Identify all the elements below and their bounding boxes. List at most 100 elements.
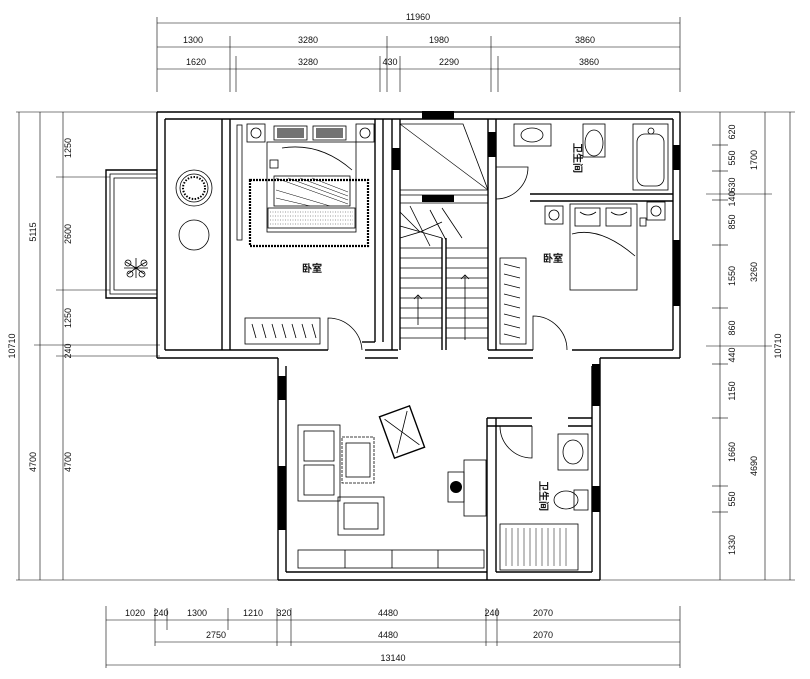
dim-right-b-2: 630 [727,177,737,192]
window-top-stair [422,111,454,119]
door-bath-bottom [499,425,533,459]
sofa [297,424,341,502]
right-bedroom: 卧室 [499,201,666,351]
staircase [399,123,489,350]
wardrobe-right [499,257,527,345]
dim-right-b-7: 440 [727,347,737,362]
dim-bot-r1-3: 1210 [243,608,263,618]
dim-right-b-1: 550 [727,150,737,165]
wardrobe-left [244,317,321,345]
window-left-lower-a [278,376,286,400]
dim-bot-r1-6: 240 [484,608,499,618]
room-label-bathroom-top: 卫生间 [571,143,584,173]
desk [463,459,487,517]
balcony-round-table-outer [175,169,213,207]
room-label-bedroom-left: 卧室 [302,262,322,275]
dim-left-b-4: 4700 [63,452,73,472]
dim-left-total: 10710 [7,333,17,358]
dim-bot-r2-0: 2750 [206,630,226,640]
left-dimension-lines: 10710 5115 4700 1250 2600 1250 240 4700 [7,111,278,581]
bathroom-top: 卫生间 [495,123,669,200]
dim-right-b-4: 850 [727,214,737,229]
bed-left [266,141,357,233]
window-right-bath [673,145,680,170]
bathroom-bottom: 卫生间 [499,425,589,571]
dim-top-r2-1: 3280 [298,57,318,67]
dim-right-b-8: 1150 [727,381,737,400]
window-right-bath-lower [592,486,600,512]
dim-left-b-0: 1250 [63,138,73,158]
dim-top-r2-4: 3860 [579,57,599,67]
bed-right [569,203,638,291]
tv-cabinet [297,549,485,569]
living-room [297,404,487,569]
shower-area [499,523,579,571]
dim-bot-r1-5: 4480 [378,608,398,618]
dim-left-b-1: 2600 [63,224,73,244]
dim-right-a-2: 4690 [749,456,759,476]
nightstand-right-bed-a [544,205,564,225]
dim-right-b-0: 620 [727,124,737,139]
window-stair-right [488,132,496,157]
toilet-top [582,123,606,158]
window-stair-left [392,148,400,170]
washbasin-bottom [557,433,589,471]
left-bedroom: 卧室 [236,123,375,351]
dim-top-r2-2: 430 [382,57,397,67]
outer-walls [156,111,681,581]
coffee-table [341,436,375,484]
plant-icon [124,258,148,278]
dim-bot-r1-0: 1020 [125,608,145,618]
dim-right-b-6: 860 [727,320,737,335]
windows [278,111,680,530]
dim-bot-r2-2: 2070 [533,630,553,640]
dim-right-b-9: 1660 [727,442,737,462]
dim-right-b-11: 1330 [727,535,737,555]
dim-right-b-5: 1550 [727,266,737,286]
window-right-lower [592,364,600,406]
dim-bot-total: 13140 [380,653,405,663]
dim-top-r1-2: 1980 [429,35,449,45]
dim-bot-r2-1: 4480 [378,630,398,640]
window-left-lower-b [278,466,286,530]
dim-right-total: 10710 [773,333,783,358]
dim-top-r2-0: 1620 [186,57,206,67]
nightstand-right [355,123,375,143]
dim-top-total: 11960 [406,12,430,22]
dim-right-a-1: 3260 [749,262,759,282]
window-stair-landing [422,195,454,202]
nightstand-left [246,123,266,143]
dim-bot-r1-2: 1300 [187,608,207,618]
dim-top-r1-3: 3860 [575,35,595,45]
dim-top-r1-1: 3280 [298,35,318,45]
dim-left-a-0: 5115 [28,222,38,241]
room-label-bathroom-bottom: 卫生间 [537,481,550,511]
dim-bot-r1-1: 240 [153,608,168,618]
bottom-dimension-lines: 1020 240 1300 1210 320 4480 240 2070 275… [105,606,681,668]
dim-right-b-3: 140 [727,191,737,206]
door-bath-top [495,166,529,200]
window-right-bedroom [673,240,680,306]
dim-bot-r1-4: 320 [276,608,291,618]
lounge-chair [378,404,426,460]
dim-top-r2-3: 2290 [439,57,459,67]
washbasin-top [513,123,552,147]
dim-left-b-3: 240 [63,343,73,358]
door-right-bedroom [532,315,568,351]
balcony-round-table-ring [179,173,209,203]
bathtub-top [632,123,669,191]
right-dimension-lines: 10710 1700 3260 4690 620 550 630 140 850… [600,111,795,581]
dim-top-r1-0: 1300 [183,35,203,45]
stair-direction-arrow-icon [413,274,470,340]
nightstand-right-bed-b [646,201,666,221]
toilet-bottom [553,490,579,510]
balcony [105,169,213,299]
dim-right-a-0: 1700 [749,150,759,170]
dim-left-b-2: 1250 [63,308,73,328]
dim-left-a-1: 4700 [28,452,38,472]
room-label-bedroom-right: 卧室 [543,252,563,265]
dim-right-b-10: 550 [727,491,737,506]
balcony-round-stool [178,219,210,251]
dim-bot-r1-7: 2070 [533,608,553,618]
